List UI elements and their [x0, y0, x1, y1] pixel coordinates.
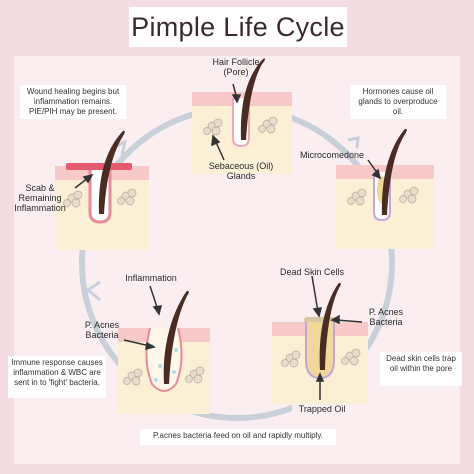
- label-scab-line1: Scab &: [25, 183, 55, 193]
- label-p-acnes-right-line2: Bacteria: [369, 317, 403, 327]
- note-hormones: Hormones cause oil glands to overproduce…: [350, 85, 446, 119]
- label-p-acnes-left-line1: P. Acnes: [84, 320, 120, 330]
- stage-microcomedone: [336, 128, 434, 249]
- hair-strand-icon: [98, 130, 125, 214]
- arrow-icon: [347, 136, 360, 149]
- label-scab: Scab & Remaining Inflammation: [8, 183, 72, 213]
- label-sebaceous-line1: Sebaceous (Oil): [208, 161, 274, 171]
- label-dead-skin-cells: Dead Skin Cells: [279, 267, 345, 277]
- label-p-acnes-left: P. Acnes Bacteria: [78, 320, 126, 340]
- pointer-arrows: [74, 83, 382, 400]
- label-p-acnes-right: P. Acnes Bacteria: [362, 307, 410, 327]
- label-hair-follicle-line1: Hair Follicle: [212, 57, 260, 67]
- scab-icon: [66, 163, 132, 170]
- label-p-acnes-right-line1: P. Acnes: [368, 307, 404, 317]
- note-wound-healing: Wound healing begins but inflammation re…: [20, 85, 126, 119]
- stage-scab: [55, 130, 149, 250]
- label-hair-follicle-line2: (Pore): [223, 67, 249, 77]
- page-title: Pimple Life Cycle: [131, 11, 345, 42]
- label-sebaceous-glands: Sebaceous (Oil) Glands: [198, 161, 284, 181]
- label-hair-follicle: Hair Follicle (Pore): [196, 57, 276, 77]
- note-dead-skin-trap: Dead skin cells trap oil within the pore: [380, 352, 462, 386]
- label-inflammation: Inflammation: [125, 273, 177, 283]
- label-microcomedone: Microcomedone: [299, 150, 365, 160]
- label-p-acnes-left-line2: Bacteria: [85, 330, 119, 340]
- note-bacteria-feed: P.acnes bacteria feed on oil and rapidly…: [140, 429, 336, 445]
- label-scab-line3: Inflammation: [14, 203, 66, 213]
- hair-strand-icon: [381, 128, 407, 215]
- stage-normal-follicle: [192, 58, 292, 174]
- title-banner: Pimple Life Cycle: [129, 7, 347, 47]
- arrow-icon: [85, 280, 101, 302]
- label-sebaceous-line2: Glands: [226, 171, 256, 181]
- hair-strand-icon: [319, 282, 341, 370]
- hair-strand-icon: [240, 58, 265, 140]
- label-trapped-oil: Trapped Oil: [292, 404, 352, 414]
- hair-strand-icon: [163, 290, 189, 384]
- label-scab-line2: Remaining: [18, 193, 62, 203]
- note-immune-response: Immune response causes inflammation & WB…: [8, 356, 106, 398]
